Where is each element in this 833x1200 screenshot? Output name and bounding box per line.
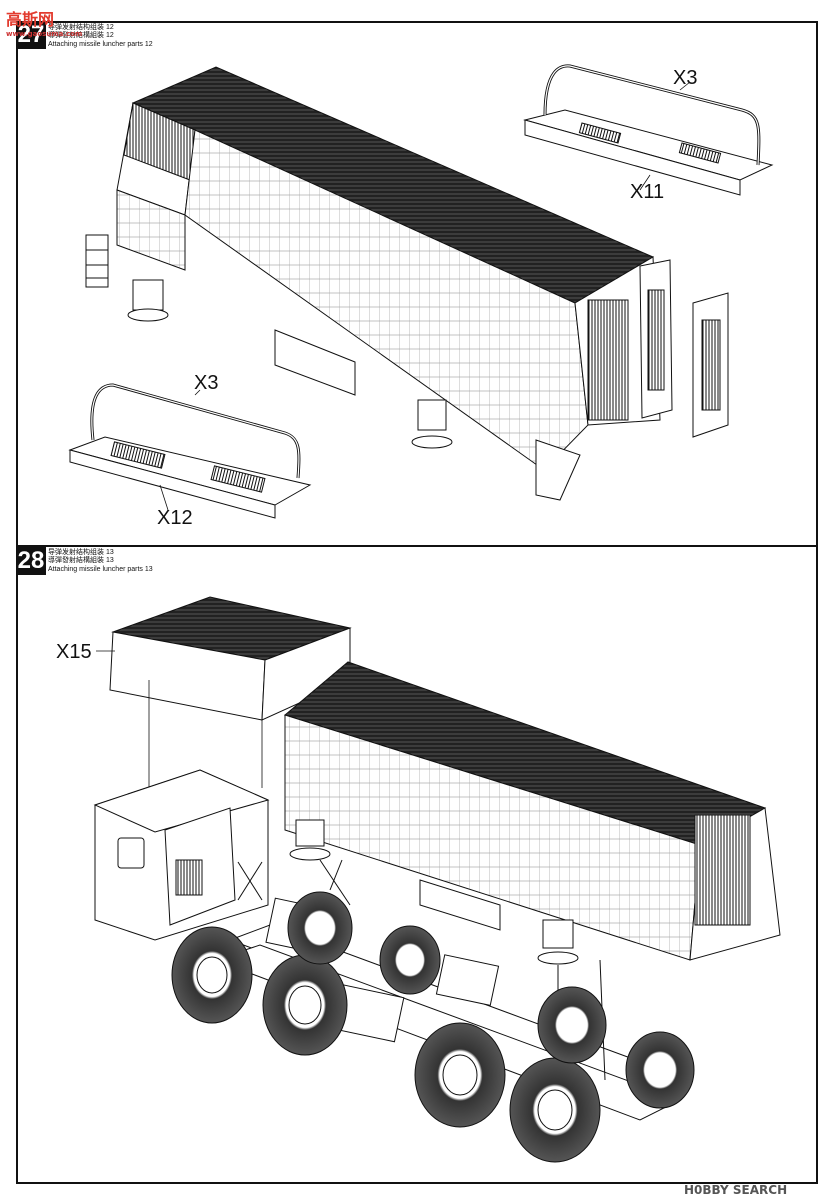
watermark-bottom-right: H0BBY SEARCH (684, 1183, 788, 1197)
step-27-caption-cn1: 导弹发射结构组装 12 (48, 24, 114, 31)
step-28-caption-cn1: 导弹发射结构组装 13 (48, 549, 114, 556)
label-x11: X11 (630, 181, 665, 203)
launcher-container-27 (85, 66, 661, 501)
label-x12: X12 (157, 507, 193, 529)
step-27-caption-en: Attaching missile luncher parts 12 (48, 41, 153, 48)
truck-cab (93, 769, 351, 941)
platform-x11 (523, 64, 774, 196)
label-x3-top: X3 (673, 67, 698, 89)
step-28-number: 28 (16, 547, 46, 575)
label-x3-bottom: X3 (194, 372, 219, 394)
step-28-caption-en: Attaching missile luncher parts 13 (48, 566, 153, 573)
watermark-top-left-sub: www.gaosuma.com (6, 30, 83, 38)
launcher-container-28 (283, 661, 781, 965)
step-27-number: 27 (16, 21, 46, 49)
watermark-top-left: 高斯网 www.gaosuma.com (6, 6, 82, 38)
step-27-caption-cn2: 導彈發射結構組裝 12 (48, 32, 114, 39)
roof-part-x15 (109, 596, 352, 721)
platform-x12 (68, 383, 312, 519)
label-x15: X15 (56, 641, 92, 663)
step-28-caption-cn2: 導彈發射結構組裝 13 (48, 557, 114, 564)
watermark-top-left-text: 高斯网 (6, 10, 55, 29)
truck-wheels (171, 891, 695, 1163)
side-panel-part (639, 259, 729, 438)
